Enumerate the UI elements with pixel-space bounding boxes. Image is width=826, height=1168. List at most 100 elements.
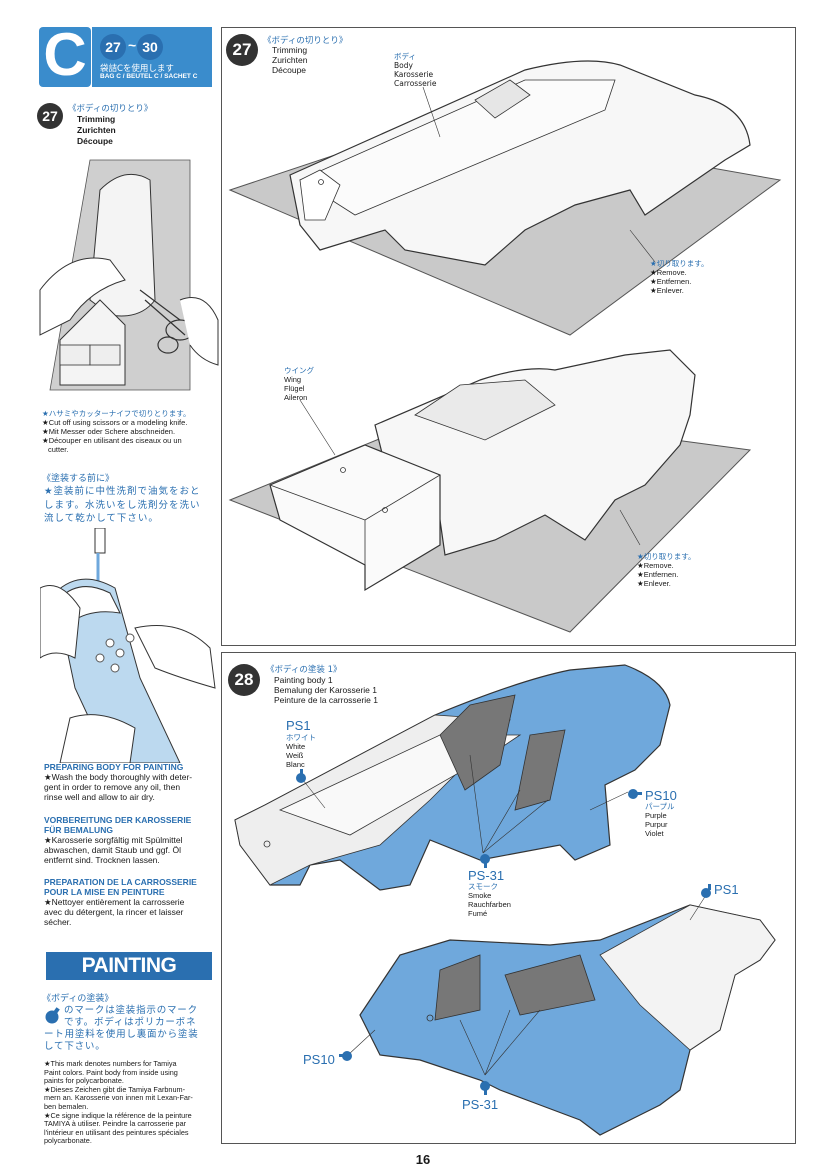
prep-en-title: PREPARING BODY FOR PAINTING <box>44 762 184 772</box>
paint-bottle-icon <box>45 1007 60 1024</box>
body-label-en: Body <box>394 61 413 70</box>
ps10-fr: Violet <box>645 829 664 838</box>
wing-label-jp: ウイング <box>284 366 314 375</box>
painting-de-1: ★Dieses Zeichen gibt die Tamiya Farbnum- <box>44 1084 186 1094</box>
painting-de-3: ben bemalen. <box>44 1101 89 1111</box>
step-27r-title-fr: Découpe <box>272 65 307 75</box>
ps31-fr: Fumé <box>468 909 488 918</box>
ps31-en: Smoke <box>468 891 492 900</box>
painting-jp-line-1: のマークは塗装指示のマーク <box>64 1005 198 1016</box>
prep-de-line-1: ★Karosserie sorgfältig mit Spülmittel <box>44 835 183 845</box>
ps10-de: Purpur <box>645 820 668 829</box>
step-27-title-fr: Découpe <box>77 136 113 146</box>
remove-1-jp: ★切り取ります。 <box>650 259 709 268</box>
washing-body-illustration <box>40 528 216 763</box>
step-28-titles: Painting body 1 Bemalung der Karosserie … <box>274 675 378 705</box>
painting-title-jp: 《ボディの塗装》 <box>42 994 114 1004</box>
prep-en-line-2: gent in order to remove any oil, then <box>44 782 181 792</box>
ps1-names: ホワイト White Weiß Blanc <box>286 733 316 769</box>
painting-jp-line-4: して下さい。 <box>44 1041 106 1052</box>
step-27-badge-right: 27 <box>226 34 258 66</box>
step-28-title-jp: 《ボディの塗装 1》 <box>266 665 342 675</box>
prep-fr-title-2: POUR LA MISE EN PEINTURE <box>44 887 165 897</box>
ps31-jp: スモーク <box>468 882 498 891</box>
ps31-de: Rauchfarben <box>468 900 511 909</box>
step-28-title-fr: Peinture de la carrosserie 1 <box>274 695 378 705</box>
step-27-badge-left: 27 <box>37 103 63 129</box>
before-paint-text: ★塗装前に中性洗剤で油気をおと します。水洗いをし洗剤分を洗い 流して乾かして下… <box>44 485 201 526</box>
wing-label-fr: Aileron <box>284 393 308 402</box>
remove-1-fr: ★Enlever. <box>650 286 684 295</box>
body-label-de: Karosserie <box>394 70 434 79</box>
painted-body-bottom-illustration <box>347 891 776 1136</box>
painting-fr-2: TAMIYA à utiliser. Peindre la carrosseri… <box>44 1119 187 1129</box>
body-label-block: ボディ Body Karosserie Carrosserie <box>394 52 437 88</box>
ps1-paint-icon-bottom <box>701 884 711 898</box>
ps10-code-bottom: PS10 <box>303 1052 335 1067</box>
step-range-separator: ~ <box>128 37 137 53</box>
wing-label-de: Flügel <box>284 384 305 393</box>
remove-2-jp: ★切り取ります。 <box>637 552 696 561</box>
bag-letter: C <box>43 21 87 88</box>
prep-fr-title-1: PREPARATION DE LA CARROSSERIE <box>44 877 197 887</box>
ps1-code-top: PS1 <box>286 718 311 733</box>
ps1-de: Weiß <box>286 751 304 760</box>
ps1-jp: ホワイト <box>286 733 316 742</box>
ps10-en: Purple <box>645 811 667 820</box>
step-28-title-en: Painting body 1 <box>274 675 333 685</box>
painting-de-2: mern an. Karosserie von innen mit Lexan-… <box>44 1093 193 1103</box>
step-28-panel <box>221 652 796 1144</box>
painting-en-2: Paint colors. Paint body from inside usi… <box>44 1067 178 1077</box>
painting-en-1: ★This mark denotes numbers for Tamiya <box>44 1059 177 1068</box>
ps1-fr: Blanc <box>286 760 305 769</box>
prep-fr-line-2: avec du détergent, la rincer et laisser <box>44 907 184 917</box>
prep-en-line-3: rinse well and allow to air dry. <box>44 792 155 802</box>
ps1-en: White <box>286 742 306 751</box>
before-paint-line-2: します。水洗いをし洗剤分を洗い <box>44 499 201 511</box>
painting-en-3: paints for polycarbonate. <box>44 1076 124 1086</box>
before-paint-line-3: 流して乾かして下さい。 <box>44 513 159 524</box>
painting-notes: ★This mark denotes numbers for Tamiya Pa… <box>44 1059 219 1146</box>
wing-label-block: ウイング Wing Flügel Aileron <box>284 366 314 402</box>
prep-fr-line-3: sécher. <box>44 917 72 927</box>
before-paint-title: 《塗装する前に》 <box>42 474 115 484</box>
trim-note-de: ★Mit Messer oder Schere abschneiden. <box>42 427 176 436</box>
step-27r-titles: Trimming Zurichten Découpe <box>272 45 307 75</box>
painting-banner-text: PAINTING <box>81 954 177 977</box>
ps31-code-bottom: PS-31 <box>462 1097 499 1112</box>
prep-fr-line-1: ★Nettoyer entièrement la carrosserie <box>44 897 185 907</box>
step-27r-title-en: Trimming <box>272 45 308 55</box>
step-27-title-de: Zurichten <box>77 125 116 135</box>
painting-jp-line-3: ート用塗料を使用し裏面から塗装 <box>44 1029 199 1040</box>
bag-label: BAG C / BEUTEL C / SACHET C <box>100 73 198 80</box>
bag-c-letter-box <box>39 27 91 87</box>
ps1-paint-icon-top <box>296 769 306 783</box>
body-tray-illustration <box>228 60 782 336</box>
trim-note-fr-2: cutter. <box>48 445 69 454</box>
ps31-names: スモーク Smoke Rauchfarben Fumé <box>468 882 511 918</box>
step-27-title-jp: 《ボディの切りとり》 <box>68 104 153 114</box>
wing-tray-illustration <box>228 349 752 633</box>
prep-en-line-1: ★Wash the body thoroughly with deter- <box>44 772 193 782</box>
remove-1-block: ★切り取ります。 ★Remove. ★Entfernen. ★Enlever. <box>650 259 708 295</box>
remove-1-de: ★Entfernen. <box>650 277 692 286</box>
remove-2-block: ★切り取ります。 ★Remove. ★Entfernen. ★Enlever. <box>637 552 695 588</box>
trimming-scissors-illustration <box>39 159 219 391</box>
prep-de-line-2: abwaschen, damit Staub und ggf. Öl <box>44 845 182 855</box>
ps10-names: パープル Purple Purpur Violet <box>645 802 675 838</box>
painted-body-top-illustration <box>234 664 671 891</box>
painting-banner <box>46 952 212 980</box>
prep-de-title-1: VORBEREITUNG DER KAROSSERIE <box>44 815 192 825</box>
step-27r-title-jp: 《ボディの切りとり》 <box>263 36 348 46</box>
remove-1-en: ★Remove. <box>650 268 687 277</box>
ps31-paint-icon-top <box>480 854 490 868</box>
painting-fr-3: l'intérieur en utilisant des peintures s… <box>44 1127 189 1137</box>
ps31-paint-icon-bottom <box>480 1081 490 1095</box>
bag-use-jp: 袋詰Cを使用します <box>100 64 174 74</box>
ps31-code-top: PS-31 <box>468 868 505 883</box>
prep-de-block: VORBEREITUNG DER KAROSSERIE FÜR BEMALUNG… <box>44 815 216 865</box>
remove-2-fr: ★Enlever. <box>637 579 671 588</box>
remove-2-en: ★Remove. <box>637 561 674 570</box>
before-paint-line-1: ★塗装前に中性洗剤で油気をおと <box>44 486 201 497</box>
step-27-title-en: Trimming <box>77 114 116 124</box>
